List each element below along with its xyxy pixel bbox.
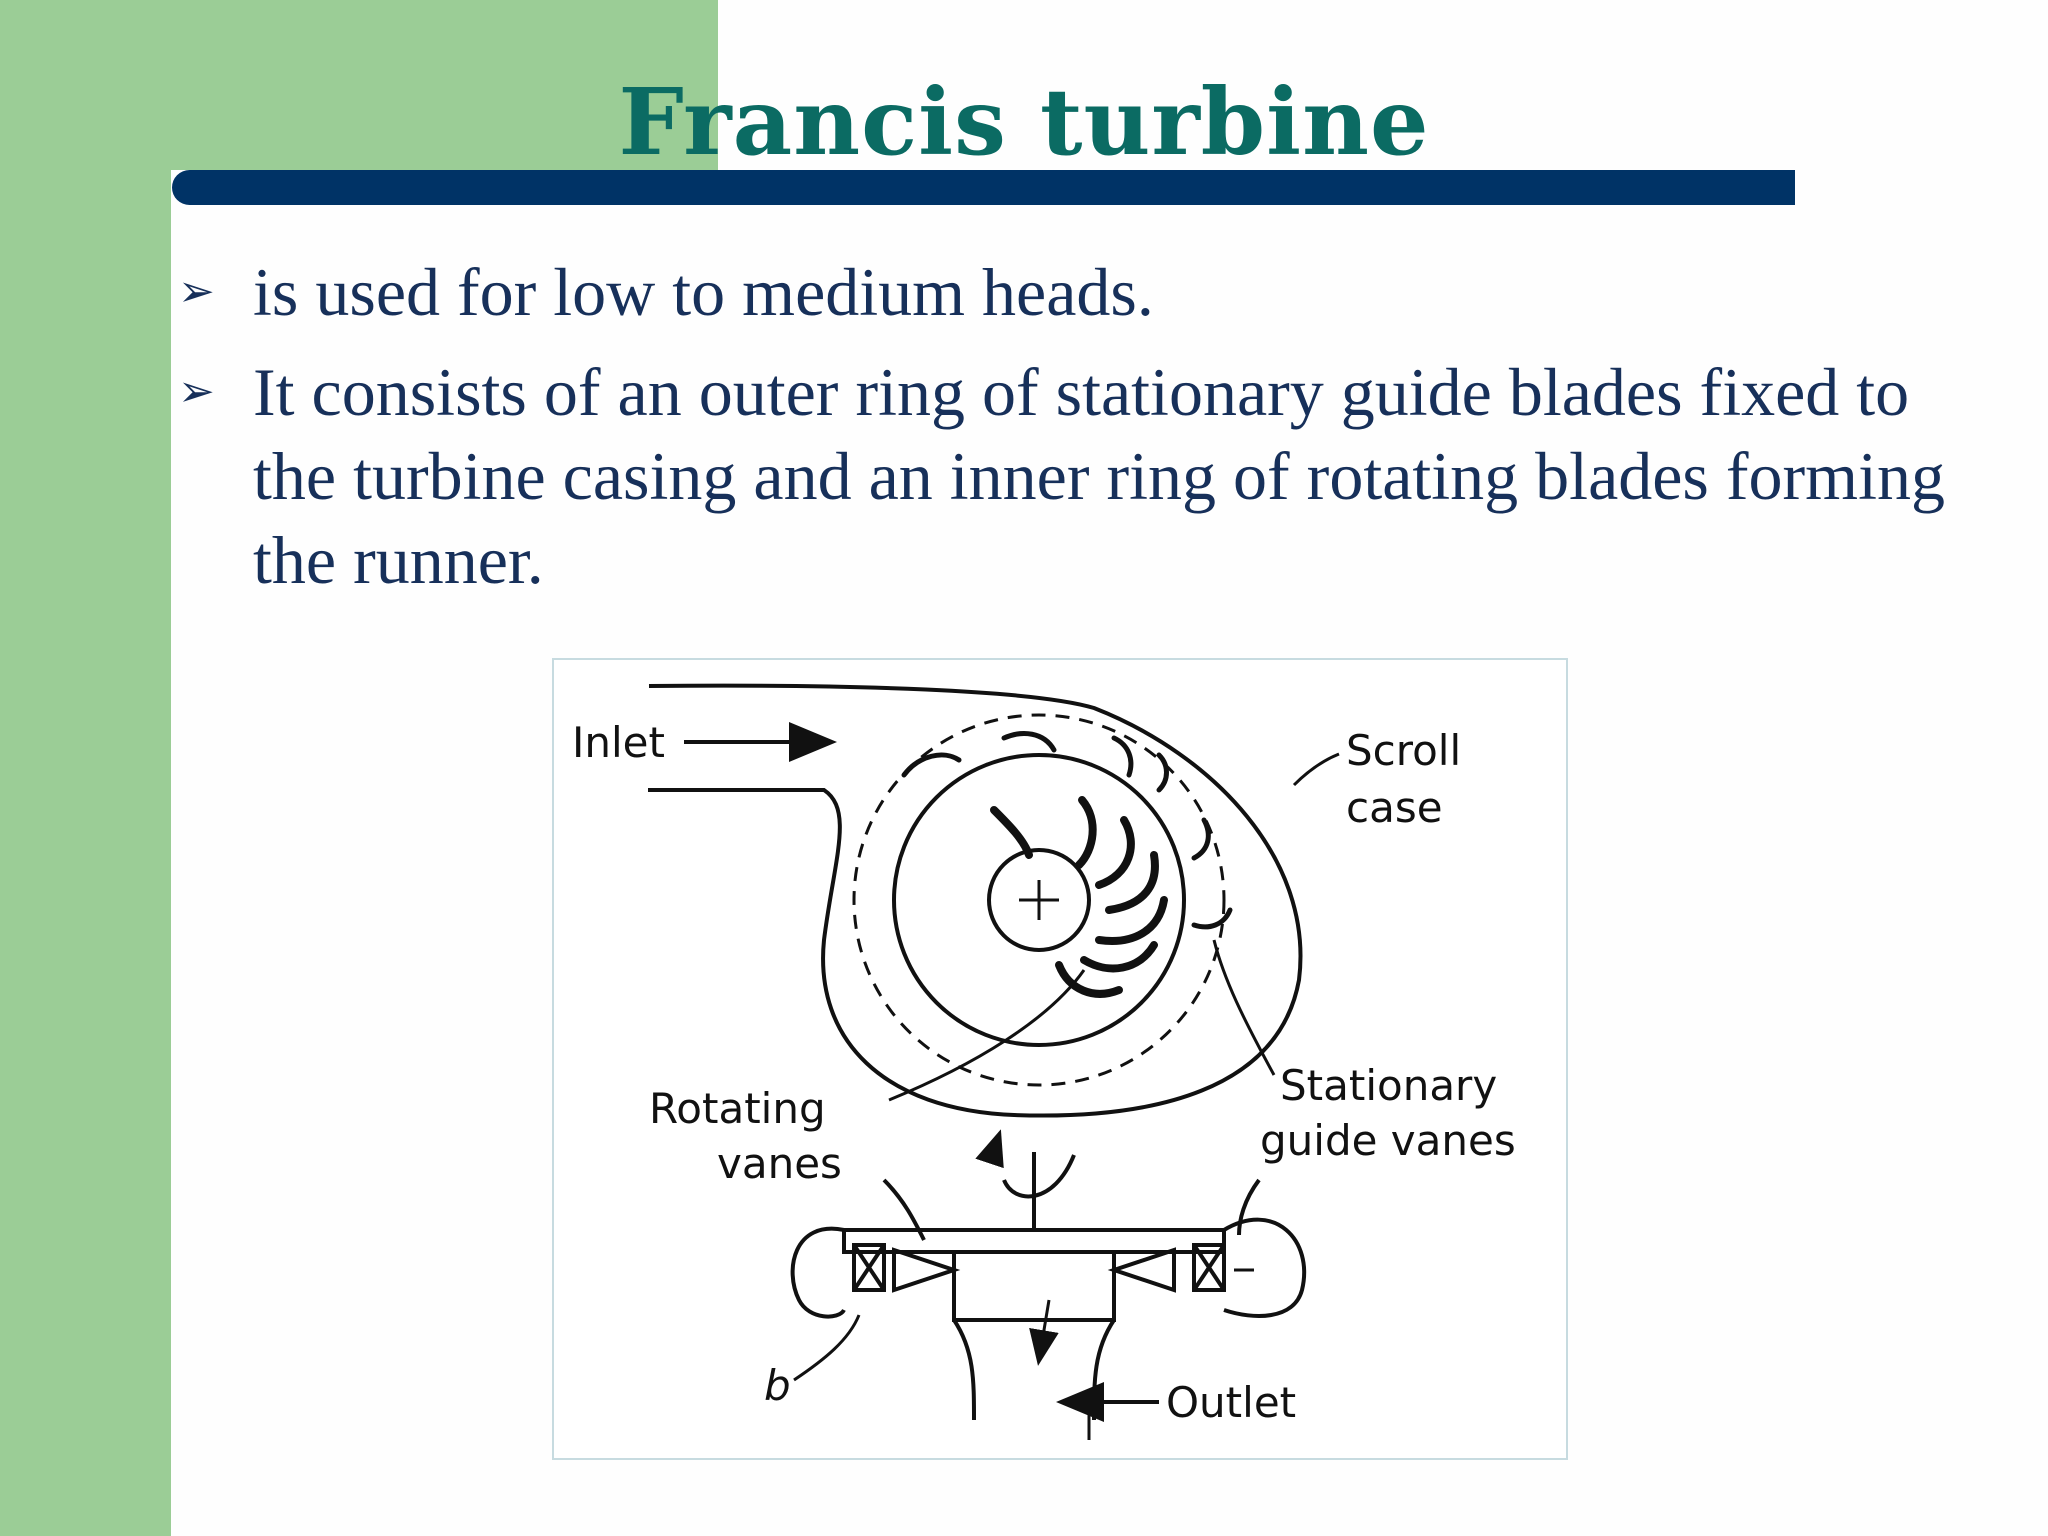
- hub-circle: [987, 848, 1091, 952]
- outlet-label: Outlet: [1166, 1378, 1296, 1427]
- guide-vanes: [901, 731, 1233, 930]
- rotating-label: Rotating: [649, 1084, 826, 1133]
- case-label: case: [1346, 783, 1443, 832]
- stationary-label: Stationary: [1280, 1061, 1497, 1110]
- bullet-item: ➢ is used for low to medium heads.: [178, 250, 1998, 334]
- slide-title: Francis turbine: [618, 68, 1430, 176]
- left-green-strip: [0, 0, 171, 1536]
- b-label: b: [764, 1361, 791, 1410]
- inlet-label: Inlet: [572, 718, 665, 767]
- top-green-block: [171, 0, 718, 170]
- scroll-label: Scroll: [1346, 726, 1461, 775]
- bullet-text: It consists of an outer ring of stationa…: [253, 354, 1945, 598]
- bullet-item: ➢ It consists of an outer ring of statio…: [178, 350, 1998, 602]
- guide-vane-circle: [852, 713, 1226, 1087]
- title-underline-bar: [172, 170, 1795, 205]
- arrowhead-bullet-icon: ➢: [178, 266, 215, 317]
- diagram-svg: Inlet Scroll case Rotating vanes Station…: [572, 683, 1516, 1440]
- rotating-vanes: [990, 796, 1168, 998]
- vanes-label: vanes: [717, 1139, 842, 1188]
- guide-vanes-label: guide vanes: [1260, 1116, 1516, 1165]
- francis-turbine-diagram: Inlet Scroll case Rotating vanes Station…: [552, 658, 1568, 1460]
- bullet-list: ➢ is used for low to medium heads. ➢ It …: [178, 250, 1998, 602]
- bullet-text: is used for low to medium heads.: [253, 254, 1154, 330]
- side-view: [790, 1152, 1306, 1421]
- scroll-case: [648, 683, 1303, 1118]
- arrowhead-bullet-icon: ➢: [178, 366, 215, 417]
- runner-circle: [892, 753, 1186, 1047]
